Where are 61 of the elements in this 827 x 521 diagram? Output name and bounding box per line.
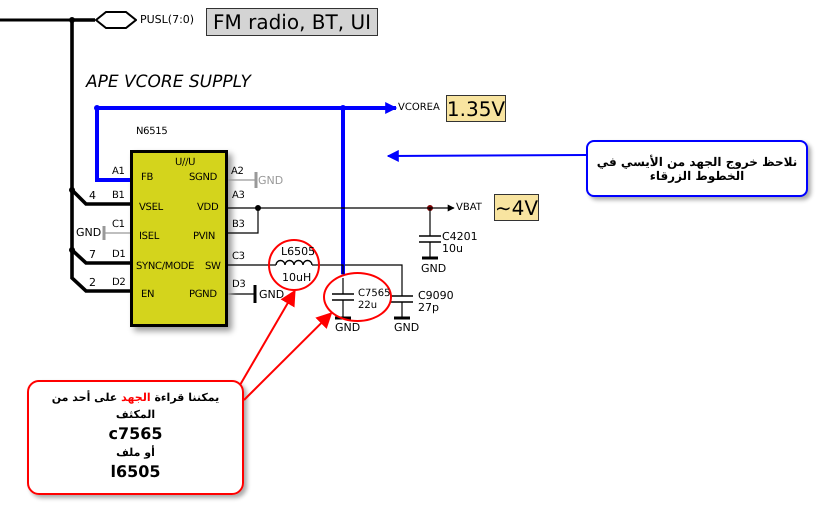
pin-name: SW — [205, 261, 221, 272]
pin-number: B1 — [112, 190, 125, 201]
net-label: PUSL(7:0) — [140, 14, 194, 26]
component-ref: L6505 — [281, 246, 316, 258]
highlight-circle — [323, 272, 392, 322]
pin-number: A3 — [232, 190, 245, 201]
pin-number: B3 — [232, 219, 245, 230]
value-box: ~4V — [494, 194, 539, 221]
ground-label: GND — [259, 289, 284, 301]
note-callout: نلاحظ خروج الجهد من الأيسي في الخطوط الزرقاء — [586, 140, 808, 197]
component-value: 22u — [358, 300, 378, 312]
pin-number: 4 — [89, 190, 96, 202]
ground-label: GND — [421, 263, 446, 275]
component-value: 27p — [418, 302, 439, 314]
pin-name: VDD — [197, 202, 218, 213]
note-text: يمكننا قراءة الجهد على أحد من المكثف — [50, 389, 220, 423]
arrow — [227, 204, 455, 234]
part-number: c7565 — [107, 423, 164, 444]
note-text: أو ملف — [115, 444, 156, 461]
pin-number: D1 — [112, 249, 126, 260]
part-label: U//U — [175, 157, 196, 168]
arrow — [386, 150, 586, 162]
component-value: 10uH — [282, 272, 312, 284]
ground-label: GND — [258, 175, 284, 187]
chip-body — [130, 150, 228, 327]
section-title: APE VCORE SUPPLY — [86, 72, 251, 92]
pin-number: 2 — [89, 277, 96, 289]
ground-label: GND — [76, 227, 102, 239]
pin-number: A2 — [231, 166, 244, 177]
highlight-circle — [268, 239, 320, 291]
part-number: l6505 — [109, 461, 162, 482]
pin-number: C1 — [112, 219, 125, 230]
ground-label: GND — [335, 322, 360, 334]
arrow — [243, 312, 332, 401]
pin-number: A1 — [112, 166, 125, 177]
component-value: 10u — [442, 243, 463, 255]
pin-number: C3 — [232, 251, 245, 262]
component-ref: N6515 — [136, 126, 168, 137]
pin-name: SGND — [189, 172, 218, 183]
wire — [70, 18, 132, 293]
pin-name: VSEL — [139, 202, 163, 213]
value-box: FM radio, BT, UI — [206, 8, 378, 36]
ground-label: GND — [394, 322, 420, 334]
component-ref: C9090 — [418, 290, 454, 302]
net-label: VCOREA — [398, 102, 442, 114]
pin-number: 7 — [89, 249, 96, 261]
pin-name: PGND — [189, 289, 217, 300]
pin-name: ISEL — [139, 231, 159, 242]
pin-number: D3 — [232, 279, 246, 290]
net-label: VBAT — [456, 202, 486, 214]
wire — [228, 264, 268, 266]
pin-name: SYNC/MODE — [136, 261, 194, 272]
pin-name: EN — [141, 289, 154, 300]
pin-number: D2 — [112, 277, 126, 288]
pin-name: FB — [141, 172, 154, 183]
wire — [320, 264, 344, 274]
pin-name: PVIN — [193, 231, 216, 242]
component-ref: C4201 — [442, 231, 478, 243]
value-box: 1.35V — [446, 95, 506, 122]
component-ref: C7565 — [358, 288, 390, 300]
arrow — [239, 290, 296, 386]
